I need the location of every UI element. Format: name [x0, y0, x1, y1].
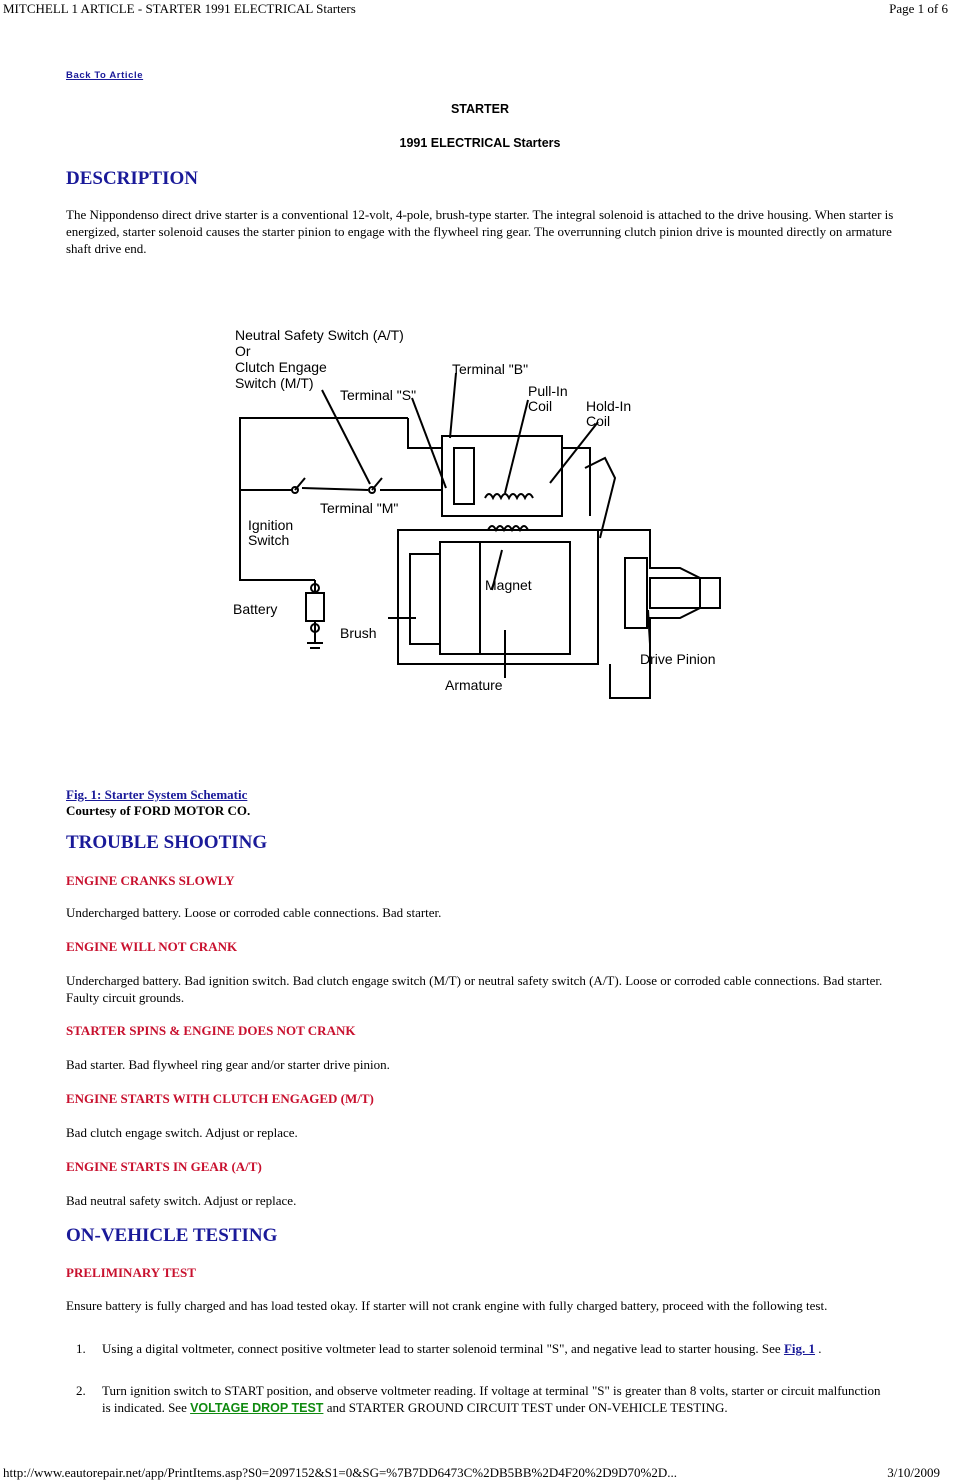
ts-item-title: ENGINE CRANKS SLOWLY [66, 873, 235, 888]
ts-item-title: ENGINE WILL NOT CRANK [66, 939, 238, 954]
label-or: Or [235, 343, 251, 359]
page-header-title: MITCHELL 1 ARTICLE - STARTER 1991 ELECTR… [3, 1, 356, 16]
troubleshooting-heading: TROUBLE SHOOTING [66, 832, 268, 853]
label-hold-in: Hold-In [586, 398, 631, 414]
label-terminal-s: Terminal "S" [340, 387, 416, 403]
step-number: 1. [76, 1341, 86, 1356]
label-battery: Battery [233, 601, 277, 617]
ts-item-title: ENGINE STARTS IN GEAR (A/T) [66, 1159, 262, 1174]
ts-item-text: Bad neutral safety switch. Adjust or rep… [66, 1193, 297, 1208]
preliminary-test-text: Ensure battery is fully charged and has … [66, 1298, 828, 1313]
ts-item-title: STARTER SPINS & ENGINE DOES NOT CRANK [66, 1023, 356, 1038]
label-neutral-safety-switch: Neutral Safety Switch (A/T) [235, 327, 404, 343]
label-brush: Brush [340, 625, 377, 641]
label-terminal-b: Terminal "B" [452, 361, 528, 377]
ts-item-text: Undercharged battery. Bad ignition switc… [66, 973, 883, 1005]
label-hold-in-coil: Coil [586, 413, 610, 429]
footer-url: http://www.eautorepair.net/app/PrintItem… [3, 1465, 678, 1480]
article-subtitle: 1991 ELECTRICAL Starters [399, 136, 561, 150]
label-switch-mt: Switch (M/T) [235, 375, 314, 391]
preliminary-test-title: PRELIMINARY TEST [66, 1265, 196, 1280]
label-pull-in-coil: Coil [528, 398, 552, 414]
step-number: 2. [76, 1383, 86, 1398]
label-armature: Armature [445, 677, 503, 693]
label-ignition: Ignition [248, 517, 293, 533]
fig-1-link[interactable]: Fig. 1 [783, 1341, 816, 1356]
page-number: Page 1 of 6 [889, 1, 948, 16]
step-text: Using a digital voltmeter, connect posit… [102, 1341, 822, 1356]
figure-courtesy: Courtesy of FORD MOTOR CO. [66, 803, 251, 818]
label-drive-pinion: Drive Pinion [640, 651, 715, 667]
on-vehicle-testing-heading: ON-VEHICLE TESTING [66, 1225, 278, 1246]
article-title: STARTER [450, 102, 510, 116]
label-pull-in: Pull-In [528, 383, 568, 399]
figure-caption-link[interactable]: Fig. 1: Starter System Schematic [66, 787, 248, 802]
description-heading: DESCRIPTION [66, 168, 198, 189]
step-text: Turn ignition switch to START position, … [102, 1383, 881, 1415]
ts-item-title: ENGINE STARTS WITH CLUTCH ENGAGED (M/T) [66, 1091, 374, 1106]
ts-item-text: Bad starter. Bad flywheel ring gear and/… [66, 1057, 390, 1072]
ts-item-text: Undercharged battery. Loose or corroded … [66, 905, 442, 920]
description-text: The Nippondenso direct drive starter is … [66, 207, 894, 256]
label-ignition-switch: Switch [248, 532, 289, 548]
label-terminal-m: Terminal "M" [320, 500, 398, 516]
label-magnet: Magnet [485, 577, 532, 593]
figure-caption: Fig. 1: Starter System Schematic Courtes… [66, 787, 250, 819]
voltage-drop-test-link[interactable]: VOLTAGE DROP TEST [190, 1401, 324, 1415]
ts-item-text: Bad clutch engage switch. Adjust or repl… [66, 1125, 298, 1140]
back-to-article-link[interactable]: Back To Article [66, 70, 144, 81]
starter-schematic-diagram: Neutral Safety Switch (A/T) Or Clutch En… [233, 327, 721, 699]
footer-date: 3/10/2009 [887, 1465, 940, 1480]
label-clutch-engage: Clutch Engage [235, 359, 327, 375]
